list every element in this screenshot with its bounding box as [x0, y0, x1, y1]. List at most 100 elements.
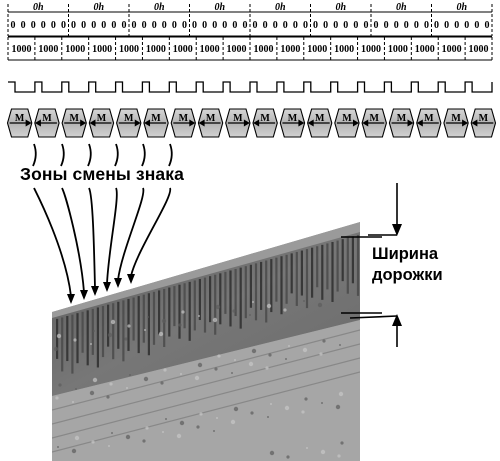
magnetic-stripe — [66, 316, 69, 362]
hex-digit: 0 — [434, 20, 439, 31]
magnetic-stripe — [117, 301, 120, 349]
surface-speck — [53, 346, 59, 352]
zone-arrowhead — [80, 290, 88, 300]
magnetic-stripe — [198, 279, 201, 321]
magnetic-stripe — [61, 317, 64, 372]
magnetic-stripe — [249, 264, 252, 308]
hex-digit: 0 — [101, 20, 106, 31]
hex-digit: 0 — [353, 20, 358, 31]
surface-speck — [284, 405, 290, 411]
hex-digit: 0 — [293, 20, 298, 31]
hex-digit: 0 — [273, 20, 278, 31]
magnet-letter: M — [124, 113, 134, 124]
magnetic-stripe — [91, 308, 94, 355]
hex-digit: 0 — [313, 20, 318, 31]
surface-speck — [215, 304, 221, 310]
surface-speck — [144, 329, 146, 331]
surface-speck — [56, 333, 62, 339]
hex-digit: 0 — [232, 20, 237, 31]
magnetic-stripe — [71, 314, 74, 374]
surface-speck — [178, 323, 182, 327]
hex-value-label: 0h — [154, 2, 165, 13]
binary-group: 1000 — [200, 44, 220, 55]
hex-digit: 0 — [384, 20, 389, 31]
surface-speck — [196, 425, 200, 429]
binary-group: 1000 — [11, 44, 31, 55]
hex-digit: 0 — [152, 20, 157, 31]
hex-digit: 0 — [263, 20, 268, 31]
surface-speck — [126, 387, 128, 389]
magnet-direction-arrowhead — [198, 119, 205, 127]
zone-arrow-line — [106, 187, 118, 285]
magnetic-stripe — [219, 273, 222, 325]
hex-digit: 0 — [323, 20, 328, 31]
magnetic-stripe — [311, 247, 314, 298]
magnetic-stripe — [290, 253, 293, 294]
magnet-letter: M — [370, 113, 380, 124]
magnetic-stripe — [356, 234, 360, 296]
magnetic-stripe — [107, 304, 110, 347]
surface-speck — [266, 303, 272, 309]
surface-speck — [90, 343, 92, 345]
magnetic-stripe — [229, 270, 232, 327]
hex-digit: 0 — [343, 20, 348, 31]
magnetic-stripe — [132, 297, 135, 341]
binary-group: 1000 — [442, 44, 462, 55]
magnet-letter: M — [206, 113, 216, 124]
magnetic-stripe — [341, 239, 344, 282]
surface-speck — [127, 324, 131, 328]
surface-speck — [251, 348, 257, 354]
magnetic-stripe — [254, 263, 258, 321]
magnetic-stripe — [203, 277, 207, 333]
binary-group: 1000 — [361, 44, 381, 55]
surface-speck — [303, 300, 305, 302]
waveform — [8, 81, 493, 93]
square-wave — [8, 81, 493, 93]
zone-arrowhead — [67, 294, 75, 304]
magnet-direction-arrowhead — [144, 119, 151, 127]
magnetic-stripe — [270, 259, 273, 313]
hex-digit: 0 — [162, 20, 167, 31]
surface-speck — [181, 310, 185, 314]
surface-speck — [142, 439, 146, 443]
surface-speck — [231, 372, 233, 374]
surface-speck — [269, 450, 275, 456]
binary-group: 1000 — [119, 44, 139, 55]
magnetic-stripe — [96, 307, 99, 368]
surface-speck — [302, 347, 308, 353]
surface-speck — [197, 362, 203, 368]
surface-speck — [163, 368, 167, 372]
magnet-direction-arrowhead — [471, 119, 478, 127]
hex-value-label: 0h — [396, 2, 407, 13]
surface-speck — [57, 446, 59, 448]
surface-scratch — [52, 329, 360, 411]
magnet-letter: M — [288, 113, 298, 124]
surface-speck — [270, 403, 272, 405]
magnetic-stripe — [158, 290, 161, 335]
zone-tick — [32, 143, 37, 167]
surface-speck — [304, 397, 308, 401]
surface-speck — [338, 391, 344, 397]
surface-speck — [265, 366, 269, 370]
zone-arrow-line — [117, 187, 145, 281]
magnetic-stripe — [178, 284, 181, 339]
magnetic-stripe — [300, 250, 303, 296]
hex-digit: 0 — [242, 20, 247, 31]
magnetic-stripe — [183, 283, 186, 329]
magnet-letter: M — [97, 113, 107, 124]
magnet-direction-arrowhead — [243, 119, 250, 127]
binary-group: 1000 — [469, 44, 489, 55]
surface-speck — [58, 383, 62, 387]
surface-speck — [55, 396, 59, 400]
surface-speck — [288, 345, 290, 347]
dimension-arrowhead-top — [392, 224, 402, 236]
surface-speck — [109, 382, 113, 386]
hex-digit: 0 — [91, 20, 96, 31]
binary-group: 1000 — [227, 44, 247, 55]
hex-digit: 0 — [414, 20, 419, 31]
surface-speck — [301, 410, 305, 414]
surface-speck — [267, 416, 269, 418]
zone-tick — [60, 143, 65, 167]
surface-speck — [75, 388, 77, 390]
magnetic-stripe — [234, 269, 237, 317]
